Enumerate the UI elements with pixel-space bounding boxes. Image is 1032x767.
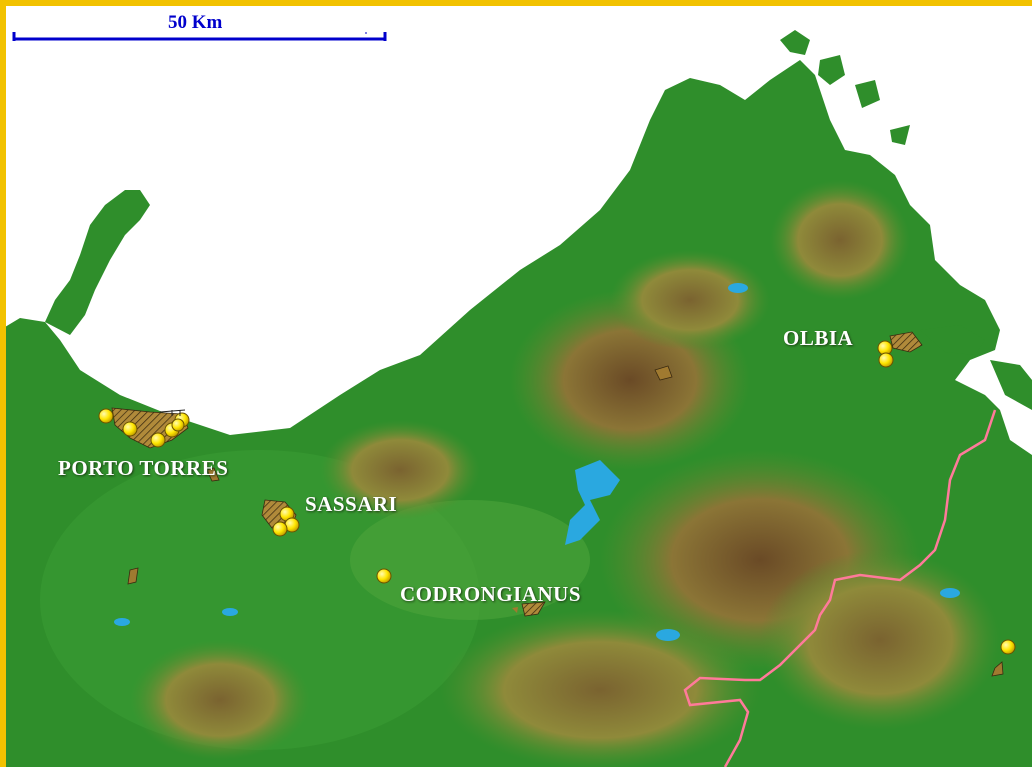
place-label-porto-torres: PORTO TORRES [58, 456, 229, 480]
port-pier [159, 409, 186, 416]
southwest-hills [130, 640, 310, 760]
gallura-hills [610, 250, 770, 350]
northwest-peninsula [45, 190, 150, 335]
urban-area-codrongianus-small [512, 607, 518, 613]
place-label-codrongianus: CODRONGIANUS [400, 582, 582, 606]
site-marker[interactable] [171, 418, 185, 432]
provincial-boundary [683, 409, 997, 767]
urban-area-olbia [889, 331, 923, 353]
lake-coghinas [565, 460, 620, 545]
urban-area-porto-south [206, 467, 220, 482]
lake-small-3 [940, 588, 960, 598]
site-markers [98, 340, 1016, 655]
urban-area-porto-torres [111, 407, 189, 449]
anglona-hills [320, 420, 480, 520]
site-marker[interactable] [1000, 639, 1016, 655]
east-mountains [760, 550, 1000, 730]
map-frame-top [0, 0, 1032, 6]
northeast-hills [770, 180, 910, 300]
map-frame-left [0, 0, 6, 767]
lake-small-2 [728, 283, 748, 293]
site-marker[interactable] [376, 568, 392, 584]
lake-small-1 [656, 629, 680, 641]
site-marker[interactable] [150, 432, 166, 448]
lake-small-5 [222, 608, 238, 616]
place-label-sassari: SASSARI [305, 492, 398, 516]
central-valley [350, 500, 590, 620]
northeast-islands [780, 30, 910, 145]
site-marker[interactable] [98, 408, 114, 424]
site-marker[interactable] [878, 352, 894, 368]
site-marker[interactable] [272, 521, 288, 537]
urban-area-west [127, 567, 139, 585]
scale-bar [12, 32, 387, 41]
urban-area-east [991, 661, 1004, 677]
place-label-olbia: OLBIA [783, 326, 854, 350]
site-marker[interactable] [122, 421, 138, 437]
south-hills [440, 610, 760, 767]
east-coast [920, 325, 1032, 410]
scale-bar-label: 50 Km [168, 12, 223, 33]
lake-small-4 [114, 618, 130, 626]
urban-area-codrongianus [521, 601, 546, 617]
urban-area-inland [654, 365, 673, 381]
